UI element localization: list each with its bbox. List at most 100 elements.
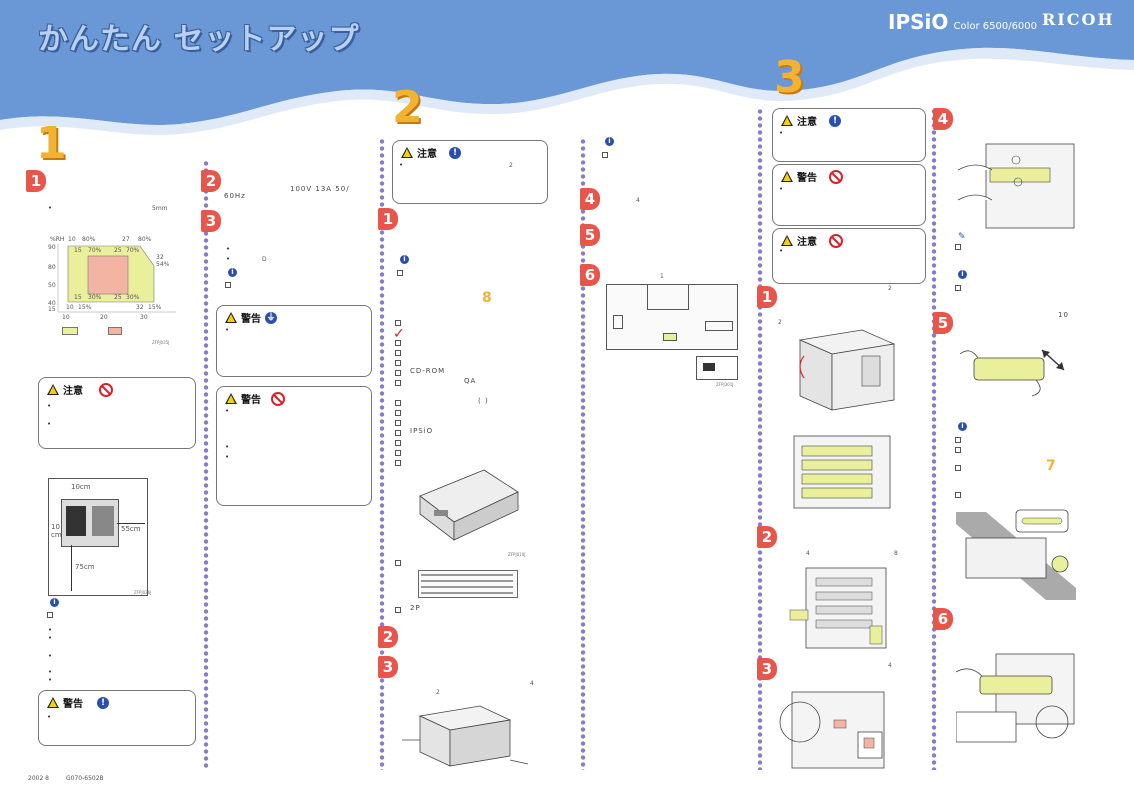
checkbox-marker [395, 420, 401, 426]
prohibited-icon [99, 382, 113, 397]
remove-tape-illustration [789, 567, 887, 649]
checkbox-marker [955, 492, 961, 498]
checkbox-marker [397, 270, 403, 276]
chart-label: 70% [88, 247, 102, 254]
checkbox-marker [395, 430, 401, 436]
info-icon: i [400, 255, 409, 264]
info-icon: i [50, 598, 59, 607]
power-indicator [663, 333, 677, 341]
bullet: • [47, 402, 52, 410]
checkbox-marker [602, 152, 608, 158]
warning-triangle-icon [47, 697, 59, 708]
caution-header: 注意 [47, 382, 113, 397]
chart-label: 10 [66, 304, 74, 311]
chart-label: 27 [122, 236, 130, 243]
warning-title: 警告 [797, 173, 817, 184]
warning-title: 警告 [241, 314, 261, 325]
info-icon: i [605, 137, 614, 146]
caution-header: 注意 ! [781, 113, 841, 128]
dimension-line [117, 523, 145, 524]
checkbox-marker [395, 340, 401, 346]
printer-lift-illustration [402, 705, 529, 767]
brand-name: IPSiO [888, 10, 949, 34]
printer-tray [66, 506, 86, 536]
label-sheet [418, 570, 518, 598]
bullet: • [779, 129, 784, 137]
step-number: 6 [933, 608, 953, 630]
warning-triangle-icon [781, 171, 793, 182]
page-title: かんたん セットアップ [38, 22, 360, 57]
install-toner-illustration [956, 653, 1075, 743]
caution-box: 注意 • • [38, 377, 196, 449]
ground-label: D [262, 256, 267, 263]
warning-box: 警告 • • • [216, 386, 372, 506]
shake-toner-illustration [959, 349, 1065, 397]
maker-logo: RICOH [1042, 10, 1115, 29]
chart-label: 80% [82, 236, 96, 243]
warning-title: 警告 [241, 395, 261, 406]
dimension-line [71, 545, 72, 591]
panel-slot [647, 285, 689, 310]
step-note: 10 [1058, 311, 1069, 319]
step-number: 6 [580, 264, 600, 286]
chart-y-tick: 90 [48, 244, 56, 251]
chart-y-tick: 15 [48, 306, 56, 313]
bullet: • [225, 407, 230, 415]
toner-cartridge-illustration [419, 469, 519, 541]
step-note: 4 [530, 680, 534, 687]
chart-label: 15 [74, 247, 82, 254]
insert-toner-illustration [957, 143, 1075, 229]
chart-label: 70% [126, 247, 140, 254]
bullet: • [779, 185, 784, 193]
power-switch [613, 315, 623, 329]
bullet: • [226, 255, 231, 263]
footer-code: G070-6502B [66, 775, 104, 782]
step-number: 3 [378, 656, 398, 678]
bullet: • [399, 161, 404, 169]
step-number: 4 [933, 108, 953, 130]
chart-label: 25 [114, 247, 122, 254]
checkbox-marker [225, 282, 231, 288]
panel-slot [705, 321, 733, 331]
brand-logo: IPSiO Color 6500/6000 [888, 10, 1037, 34]
printer-front-panel [606, 284, 738, 350]
space-bottom-label: 75cm [75, 563, 95, 571]
remove-pin-illustration [779, 691, 885, 769]
warning-triangle-icon [781, 115, 793, 126]
warning-header: 警告 ⏚ [225, 310, 277, 325]
checkbox-marker [955, 244, 961, 250]
chart-label: 15% [148, 304, 162, 311]
clearance-note: 5mm [152, 205, 168, 212]
checkbox-marker [395, 360, 401, 366]
chart-x-tick: 10 [62, 314, 70, 321]
space-left-label: 10 cm [51, 523, 62, 539]
legend-swatch-pink [108, 327, 122, 335]
warning-title: 警告 [63, 699, 83, 710]
info-icon: i [958, 270, 967, 279]
chart-label: 80% [138, 236, 152, 243]
warning-header: 警告 [781, 169, 843, 184]
section-number-1: 1 [36, 118, 67, 169]
list-item: 2P [410, 604, 421, 612]
power-spec: 100V 13A 50/ [290, 185, 350, 193]
page-reference: 8 [482, 290, 492, 306]
step-number: 2 [201, 170, 221, 192]
step-number: 3 [757, 658, 777, 680]
chart-label: 54% [156, 261, 170, 268]
step-number: 4 [580, 188, 600, 210]
bullet: • [47, 713, 52, 721]
step-number: 2 [757, 526, 777, 548]
checkbox-marker [395, 440, 401, 446]
chart-y-tick: 40 [48, 300, 56, 307]
column-divider [931, 108, 937, 770]
warning-header: 警告 ! [47, 695, 109, 710]
footer-date: 2002 8 [28, 775, 49, 782]
ground-icon: ⏚ [265, 311, 277, 324]
chart-axis-label: %RH [50, 236, 65, 243]
no-fire-icon [829, 169, 843, 184]
checkbox-marker [955, 437, 961, 443]
warning-header: 警告 [225, 391, 285, 406]
pencil-note-icon: ✎ [958, 232, 966, 242]
switch-zoom [696, 356, 738, 380]
figure-code: ZFPJ035J [152, 340, 170, 345]
